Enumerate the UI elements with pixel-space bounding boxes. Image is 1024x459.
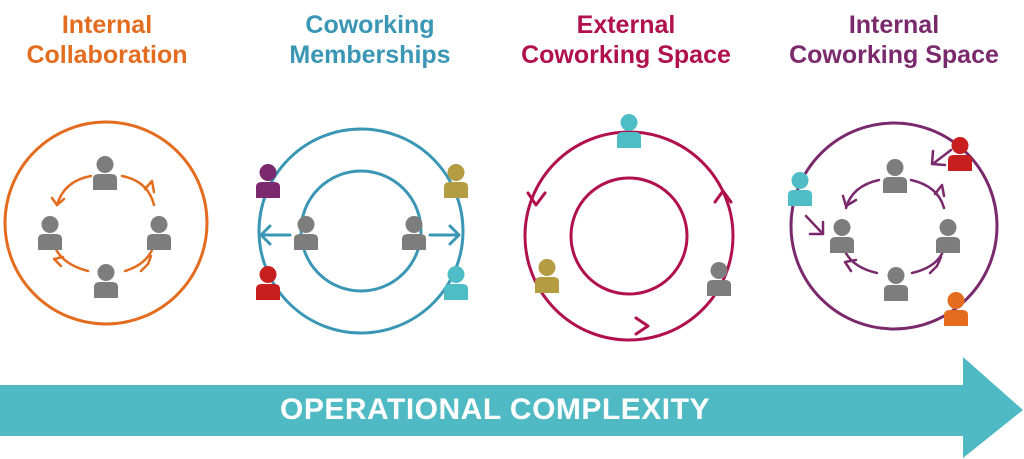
person-icon (147, 216, 171, 250)
stage-3-title-line-1: External (576, 11, 676, 39)
person-icon (883, 159, 907, 193)
person-icon (256, 164, 280, 198)
stage-3-flow-arrows (526, 189, 733, 336)
stage-3-outer-ring (523, 130, 735, 342)
stage-2-title-line-1: Coworking (305, 11, 435, 39)
stage-4-loop-arrows (804, 148, 953, 275)
stage-4-title-line-2: Coworking Space (789, 41, 999, 69)
person-icon (294, 216, 318, 250)
person-icon (884, 267, 908, 301)
stage-2-exchange-arrows (259, 224, 461, 246)
stage-1-title: Internal Collaboration (0, 10, 222, 70)
stage-4-diagram (788, 121, 999, 331)
stage-3-diagram (523, 114, 735, 342)
person-icon (93, 156, 117, 190)
stage-1-title-line-1: Internal (61, 11, 153, 39)
stage-2-outer-ring (257, 127, 465, 335)
stage-4-title-line-1: Internal (848, 11, 940, 39)
person-icon (830, 219, 854, 253)
stage-1-outer-ring (3, 120, 209, 326)
stage-4-title: Internal Coworking Space (779, 10, 1009, 70)
person-icon (936, 219, 960, 253)
stage-1-loop-arrows (50, 174, 156, 273)
operational-complexity-label: OPERATIONAL COMPLEXITY (280, 393, 710, 426)
stage-2-diagram (256, 127, 468, 335)
person-icon (38, 216, 62, 250)
person-icon (944, 292, 968, 326)
stage-1-diagram (3, 120, 209, 326)
operational-complexity-arrow (0, 357, 1023, 458)
person-icon (94, 264, 118, 298)
person-icon (788, 172, 812, 206)
stage-2-inner-ring (299, 169, 423, 293)
person-icon (535, 259, 559, 293)
stage-3-title-line-2: Coworking Space (521, 41, 731, 69)
person-icon (444, 164, 468, 198)
stage-1-title-line-2: Collaboration (26, 41, 188, 69)
stage-2-title: Coworking Memberships (255, 10, 485, 70)
stage-2-title-line-2: Memberships (289, 41, 451, 69)
stage-3-title: External Coworking Space (511, 10, 741, 70)
person-icon (256, 266, 280, 300)
stage-3-inner-ring (569, 176, 689, 296)
stage-4-outer-ring (789, 121, 999, 331)
